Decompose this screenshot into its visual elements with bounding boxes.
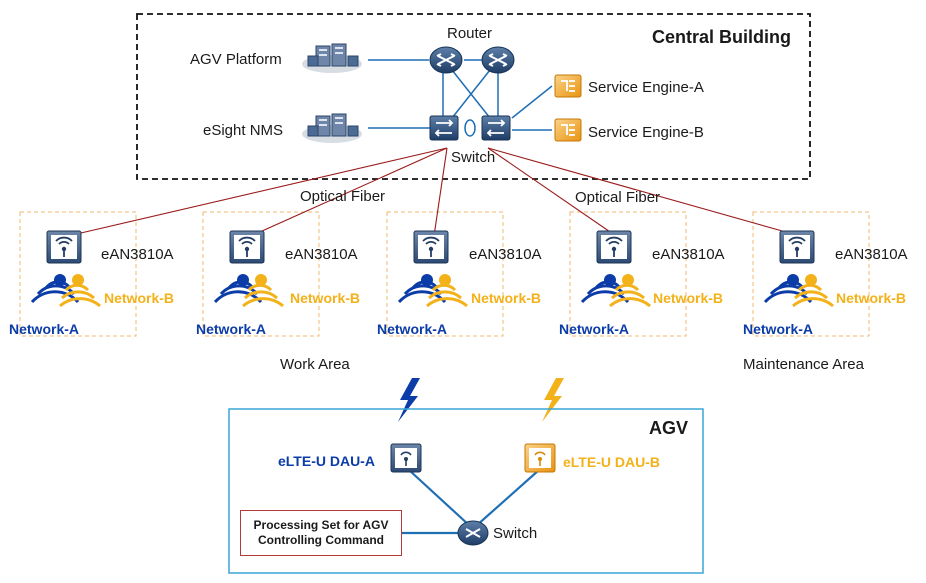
esight-label: eSight NMS [203,122,284,139]
processing-set-line2: Controlling Command [258,533,384,547]
processing-set-line1: Processing Set for AGV [253,518,389,532]
ap-icon-1 [46,230,82,264]
service-engine-a-icon [554,74,582,98]
service-engine-a-label: Service Engine-A [588,79,704,96]
lightning-yellow-icon [542,378,564,422]
core-switch-icon-1 [429,115,459,141]
ap-icon-4 [596,230,632,264]
ap-area-boxes [19,211,870,337]
network-a-label: Network-A [196,321,267,337]
optical-fiber-label-2: Optical Fiber [575,189,661,206]
dau-a-label: eLTE-U DAU-A [278,453,375,469]
network-b-label: Network-B [104,290,175,306]
signal-waves-icon-4 [580,272,652,308]
ap-icon-5 [779,230,815,264]
dau-a-icon [390,443,422,473]
central-building-box [136,13,811,180]
agv-title: AGV [649,418,689,438]
router-icon-1 [429,46,463,74]
ap-icon-2 [229,230,265,264]
signal-waves-icon-5 [763,272,835,308]
signal-waves-icon-2 [213,272,285,308]
network-a-label: Network-A [743,321,814,337]
core-switch-label: Switch [451,149,496,166]
ap-icon-3 [413,230,449,264]
work-area-label: Work Area [280,356,350,373]
ap-model-label: eAN3810A [469,246,542,263]
ap-model-label: eAN3810A [285,246,358,263]
network-a-label: Network-A [377,321,448,337]
agv-links [402,469,540,535]
agv-switch-icon [457,520,489,546]
central-links [368,59,553,137]
router-icon-2 [481,46,515,74]
router-label: Router [447,25,493,42]
service-engine-b-icon [554,118,582,142]
agv-switch-label: Switch [493,525,538,542]
network-b-label: Network-B [836,290,907,306]
esight-server-icon [301,113,363,144]
agv-box [228,408,704,574]
maintenance-area-label: Maintenance Area [743,356,864,373]
lightning-blue-icon [398,378,420,422]
signal-waves-icon-3 [397,272,469,308]
dau-b-icon [524,443,556,473]
ap-model-label: eAN3810A [835,246,908,263]
service-engine-b-label: Service Engine-B [588,124,704,141]
network-b-label: Network-B [290,290,361,306]
ap-model-label: eAN3810A [101,246,174,263]
network-a-label: Network-A [9,321,80,337]
central-building-title: Central Building [652,27,791,47]
agv-platform-label: AGV Platform [190,51,282,68]
core-switch-icon-2 [481,115,511,141]
ap-model-label: eAN3810A [652,246,725,263]
agv-platform-server-icon [301,43,363,74]
signal-waves-icon-1 [30,272,102,308]
dau-b-label: eLTE-U DAU-B [563,454,660,470]
network-b-label: Network-B [653,290,724,306]
processing-set-box: Processing Set for AGV Controlling Comma… [240,510,402,556]
optical-fiber-lines [67,147,801,237]
optical-fiber-label-1: Optical Fiber [300,188,386,205]
network-b-label: Network-B [471,290,542,306]
network-a-label: Network-A [559,321,630,337]
